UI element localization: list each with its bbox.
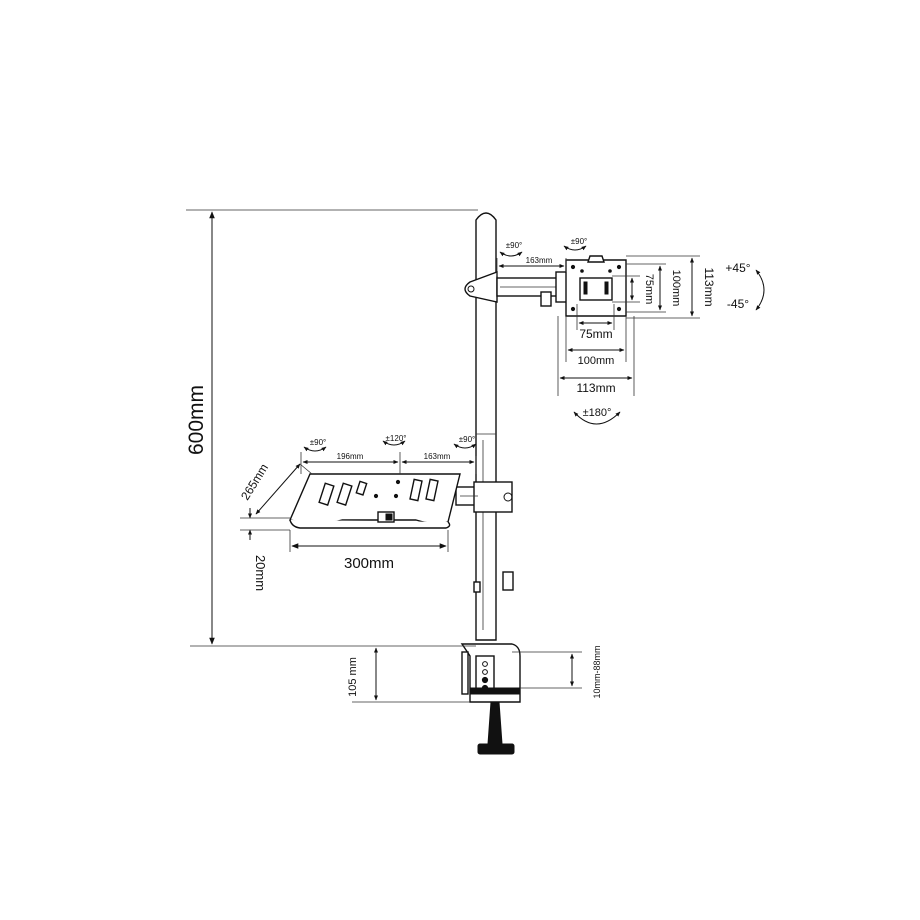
tray-arm1-label: 196mm xyxy=(337,452,364,461)
overall-height-label: 600mm xyxy=(185,385,208,455)
vesa-plate xyxy=(565,255,627,317)
vesa-tilt-down-label: -45° xyxy=(727,297,749,311)
tray-rot-mid-label: ±120° xyxy=(386,434,407,443)
clamp-desk-range-label: 10mm-88mm xyxy=(592,645,602,698)
tray-rot-left-label: ±90° xyxy=(310,438,327,447)
vesa-w100-label: 100mm xyxy=(578,355,615,367)
vesa-w75-label: 75mm xyxy=(579,327,612,341)
vesa-h113-label: 113mm xyxy=(702,267,716,306)
vesa-rotate-label: ±180° xyxy=(583,407,612,419)
laptop-tray xyxy=(289,473,461,529)
tray-rot-right-label: ±90° xyxy=(459,435,476,444)
pole xyxy=(473,212,514,641)
tray-width-label: 300mm xyxy=(344,555,394,572)
vesa-arm-label: 163mm xyxy=(526,256,553,265)
tray-lip-label: 20mm xyxy=(253,555,268,591)
vesa-rot-arm-label: ±90° xyxy=(506,241,523,250)
vesa-rot-head-label: ±90° xyxy=(571,237,588,246)
vesa-w113-label: 113mm xyxy=(576,381,615,395)
vesa-h100-label: 100mm xyxy=(670,270,682,307)
tray-arm xyxy=(455,481,513,513)
tray-depth-label: 265mm xyxy=(238,461,271,502)
clamp-dimensions: 105 mm 10mm-88mm xyxy=(347,645,602,703)
overall-height-dimension: 600mm xyxy=(185,209,478,647)
vesa-h75-label: 75mm xyxy=(643,274,655,305)
vesa-tilt-up-label: +45° xyxy=(725,261,750,275)
clamp-height-label: 105 mm xyxy=(347,657,359,697)
vesa-dimensions: 163mm ±90° ±90° 75mm 100mm 113mm 75mm 10… xyxy=(496,237,765,425)
desk-clamp xyxy=(460,643,521,755)
tray-arm2-label: 163mm xyxy=(424,452,451,461)
